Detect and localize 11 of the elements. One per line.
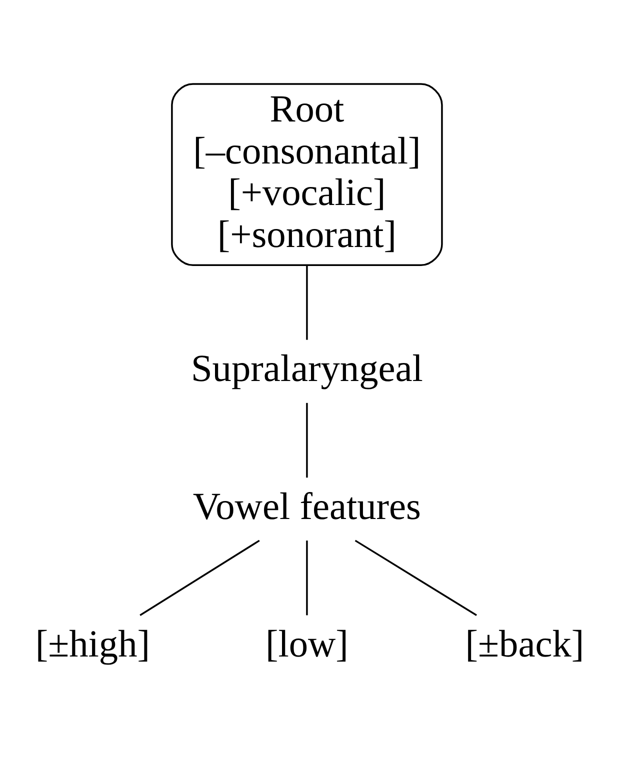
node-text: Vowel features [192,486,421,528]
node-box: Root [–consonantal] [+vocalic] [+sonorant] [171,83,443,266]
node-text: [±high] [35,623,150,666]
connector [306,540,308,616]
node-text: [low] [265,623,348,666]
connector [306,266,308,340]
node-text: Supralaryngeal [190,348,423,390]
connector [354,540,477,616]
node-text: [±back] [465,623,584,666]
connector [306,402,308,478]
connector [140,540,260,616]
